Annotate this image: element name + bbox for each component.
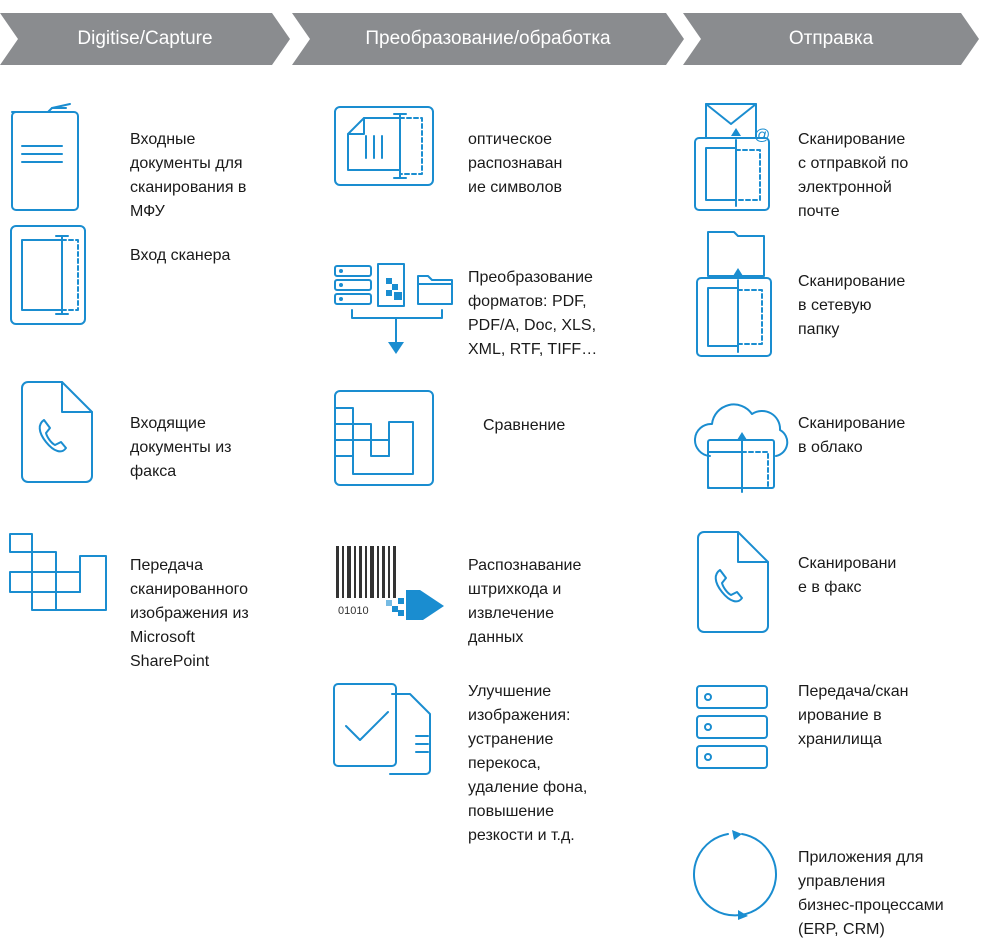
item-fax-incoming: Входящие документы из факса [0, 378, 290, 498]
scan-to-folder-icon [696, 231, 772, 357]
scan-to-fax-icon [697, 531, 769, 633]
storage-icon [696, 685, 768, 769]
ocr-icon [334, 106, 434, 186]
scan-to-email-icon: @ [694, 103, 770, 211]
item-label: Передача сканированного изображения из M… [130, 557, 249, 670]
item-scanner-input: Вход сканера [0, 222, 290, 332]
item-scan-to-email: @ Сканирование с отправкой по электронно… [690, 100, 982, 230]
fax-document-icon [21, 381, 93, 483]
item-label: Преобразование форматов: PDF, PDF/A, Doc… [468, 269, 598, 358]
item-scan-to-folder: Сканирование в сетевую папку [690, 226, 982, 357]
header-sending: Отправка [683, 13, 979, 65]
item-label: Входные документы для сканирования в МФУ [130, 131, 247, 220]
item-label: Улучшение изображения: устранение переко… [468, 683, 588, 844]
item-ocr: оптическое распознаван ие символов [300, 100, 680, 210]
item-label: Сравнение [483, 417, 566, 434]
item-label: Сканирование в сетевую папку [798, 273, 906, 338]
barcode-icon: 01010 [336, 546, 444, 620]
item-image-enhancement: Улучшение изображения: устранение переко… [300, 676, 680, 876]
item-label: Передача/скан ирование в хранилища [798, 683, 909, 748]
header-label: Преобразование/обработка [365, 28, 611, 49]
chevron-shape [683, 13, 979, 65]
sharepoint-blocks-icon [9, 533, 107, 611]
scanner-input-icon [10, 225, 86, 325]
item-label: Вход сканера [130, 247, 231, 264]
chevron-shape [292, 13, 684, 65]
format-conversion-icon [334, 263, 453, 354]
item-barcode: 01010 Распознавание штрихкода и извлечен… [300, 540, 680, 670]
item-sharepoint: Передача сканированного изображения из M… [0, 530, 290, 690]
item-business-apps: Приложения для управления бизнес-процесс… [690, 826, 982, 948]
item-label: Приложения для управления бизнес-процесс… [798, 849, 944, 938]
business-apps-cycle-icon [693, 830, 777, 920]
item-comparison: Сравнение [300, 388, 680, 498]
item-storage: Передача/скан ирование в хранилища [690, 676, 982, 786]
item-label: оптическое распознаван ие символов [468, 131, 563, 196]
item-label: Сканирование в облако [798, 415, 906, 456]
header-label: Digitise/Capture [77, 28, 213, 49]
barcode-digits: 01010 [338, 605, 369, 617]
item-label: Сканировани е в факс [798, 555, 897, 596]
header-label: Отправка [788, 28, 874, 49]
comparison-icon [334, 390, 434, 486]
item-scan-to-cloud: Сканирование в облако [690, 388, 982, 498]
chevron-shape [0, 13, 290, 65]
image-enhancement-icon [333, 683, 431, 775]
item-scan-to-fax: Сканировани е в факс [690, 528, 982, 638]
svg-text:@: @ [754, 127, 770, 144]
item-mfp-input: Входные документы для сканирования в МФУ [0, 100, 290, 230]
item-label: Входящие документы из факса [130, 415, 232, 480]
header-conversion-processing: Преобразование/обработка [292, 13, 684, 65]
item-format-conversion: Преобразование форматов: PDF, PDF/A, Doc… [300, 262, 680, 382]
header-digitise-capture: Digitise/Capture [0, 13, 290, 65]
item-label: Распознавание штрихкода и извлечение дан… [468, 557, 582, 646]
item-label: Сканирование с отправкой по электронной … [798, 131, 909, 220]
mfp-scanner-icon [11, 103, 79, 211]
scan-to-cloud-icon [694, 403, 789, 493]
